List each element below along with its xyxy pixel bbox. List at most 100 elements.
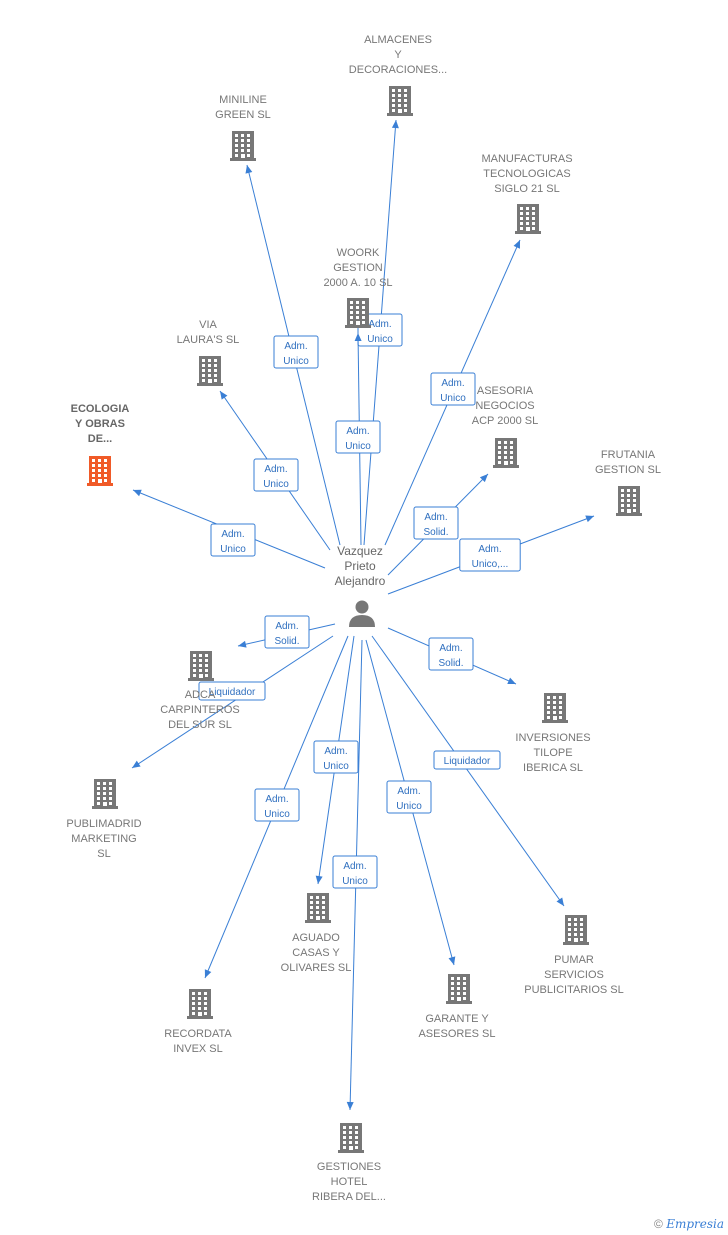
edge-label-text: Adm. xyxy=(441,378,464,389)
edge-label-text: Adm. xyxy=(343,861,366,872)
company-label: DE... xyxy=(88,433,112,445)
company-label: INVEX SL xyxy=(173,1043,223,1055)
arrowhead xyxy=(513,240,520,249)
company-label: GESTIONES xyxy=(317,1161,381,1173)
edge-label-text: Solid. xyxy=(423,527,448,538)
edge-label-box xyxy=(264,615,310,649)
edge-label-box xyxy=(313,740,359,774)
company-label: HOTEL xyxy=(331,1176,368,1188)
company-label: IBERICA SL xyxy=(523,762,583,774)
company-label: ASESORIA xyxy=(477,385,534,397)
edge-label[interactable]: Adm.Unico xyxy=(430,372,476,406)
edge-label[interactable]: Adm. Unico xyxy=(254,788,300,822)
edge-label[interactable]: Liquidador xyxy=(433,750,501,770)
building-icon xyxy=(338,1123,364,1153)
company-label: Y xyxy=(394,49,402,61)
edge-label[interactable]: Adm.Solid. xyxy=(264,615,310,649)
edge-label[interactable]: Adm. Unico xyxy=(210,523,256,557)
company-label: SL xyxy=(97,848,110,860)
edge-label-text: Adm. xyxy=(368,319,391,330)
edge-label[interactable]: Adm.Unico xyxy=(273,335,319,369)
edge-adcarpinteros: Adm.Solid. xyxy=(237,615,336,649)
edge-label-text: Adm. xyxy=(265,794,288,805)
arrowhead xyxy=(220,391,228,400)
edge-label-text: Unico xyxy=(396,801,422,812)
edge-label[interactable]: Adm.Unico xyxy=(332,855,378,889)
company-label: ADCA xyxy=(185,689,216,701)
company-label: GESTION xyxy=(333,262,383,274)
building-icon xyxy=(446,974,472,1004)
company-label: ACP 2000 SL xyxy=(472,415,538,427)
company-label: CARPINTEROS xyxy=(160,704,239,716)
arrowhead xyxy=(507,677,516,684)
edge-label[interactable]: Adm.Unico,... xyxy=(459,538,521,572)
edge-asesoria: Adm. Solid. xyxy=(387,473,489,576)
edge-line xyxy=(371,635,565,907)
edge-publimadrid: Liquidador xyxy=(131,635,334,769)
person-icon xyxy=(349,600,375,627)
edge-label-box xyxy=(428,637,474,671)
company-node-almacenes[interactable]: ALMACENESYDECORACIONES... xyxy=(349,34,447,116)
edge-label[interactable]: Adm. Solid. xyxy=(413,506,459,540)
edge-label[interactable]: Adm.Solid. xyxy=(428,637,474,671)
edge-label-box xyxy=(210,523,256,557)
edge-label-text: Adm. xyxy=(221,529,244,540)
company-label: SIGLO 21 SL xyxy=(494,183,559,195)
edge-label-text: Adm. xyxy=(424,512,447,523)
edge-ecologia: Adm. Unico xyxy=(132,489,326,569)
company-node-gestiones[interactable]: GESTIONES HOTEL RIBERA DEL... xyxy=(312,1123,386,1203)
edge-label[interactable]: Adm.Unico xyxy=(313,740,359,774)
company-label: GESTION SL xyxy=(595,464,661,476)
company-label: INVERSIONES xyxy=(515,732,590,744)
edge-label-text: Adm. xyxy=(284,341,307,352)
company-label: RIBERA DEL... xyxy=(312,1191,386,1203)
company-label: OLIVARES SL xyxy=(281,962,352,974)
edge-woork: Adm.Unico xyxy=(335,332,381,546)
footer-brand: © Empresia xyxy=(654,1217,724,1231)
edge-label-box xyxy=(386,780,432,814)
arrowhead xyxy=(346,1101,354,1110)
arrowhead xyxy=(479,474,488,483)
company-label: ECOLOGIA xyxy=(71,403,130,415)
edge-label[interactable]: Adm. Unico xyxy=(386,780,432,814)
edge-label-text: Adm. xyxy=(397,786,420,797)
building-icon xyxy=(387,86,413,116)
edge-label-text: Unico xyxy=(264,809,290,820)
edge-line xyxy=(131,635,334,769)
company-label: 2000 A. 10 SL xyxy=(323,277,392,289)
brand-name[interactable]: Empresia xyxy=(666,1217,724,1231)
company-node-woork[interactable]: WOORK GESTION 2000 A. 10 SL xyxy=(323,247,393,328)
edge-label-text: Unico xyxy=(220,544,246,555)
company-node-inversiones[interactable]: INVERSIONES TILOPE IBERICA SL xyxy=(515,693,591,774)
person-name: Prieto xyxy=(344,559,376,573)
edges-layer: Adm.UnicoAdm.UnicoAdm.UnicoAdm.UnicoAdm.… xyxy=(131,119,595,1111)
arrowhead xyxy=(585,515,594,523)
company-label: TILOPE xyxy=(533,747,572,759)
edge-label[interactable]: Liquidador xyxy=(198,681,266,701)
edge-label[interactable]: Adm.Unico xyxy=(253,458,299,492)
edge-garante: Adm. Unico xyxy=(365,639,456,966)
edge-recordata: Adm. Unico xyxy=(204,635,349,979)
edge-label-text: Liquidador xyxy=(444,756,491,767)
edge-label-box xyxy=(430,372,476,406)
arrowhead xyxy=(391,120,399,129)
company-node-asesoria[interactable]: ASESORIA NEGOCIOS ACP 2000 SL xyxy=(472,385,538,468)
building-icon xyxy=(188,651,214,681)
edge-label[interactable]: Adm.Unico xyxy=(335,420,381,454)
company-label: WOORK xyxy=(337,247,380,259)
arrowhead xyxy=(133,489,142,497)
company-label: NEGOCIOS xyxy=(475,400,534,412)
